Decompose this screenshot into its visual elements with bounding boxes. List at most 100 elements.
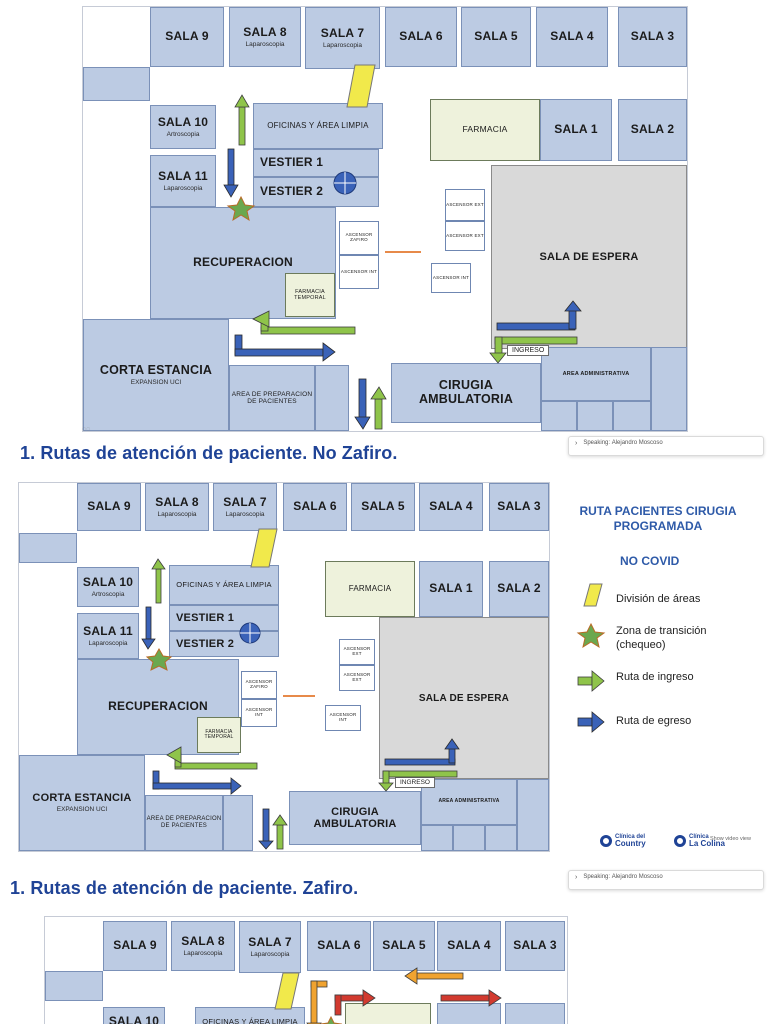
room-corridor-left [45, 971, 103, 1001]
room-sala9: SALA 9 [150, 7, 224, 67]
room-sala4: SALA 4 [536, 7, 608, 67]
room-bottom-right-4 [613, 401, 651, 431]
room-farmacia-temporal: FARMACIA TEMPORAL [285, 273, 335, 317]
video-control-1[interactable]: ◌◌ [82, 426, 91, 433]
room-farmacia: FARMACIA [430, 99, 540, 161]
legend-subtitle: NO COVID [620, 554, 680, 568]
room-bottom-right-2 [421, 825, 453, 851]
room-area-administrativa: AREA ADMINISTRATIVA [541, 347, 651, 401]
area-divider-dash [283, 695, 315, 697]
green-star-icon [576, 622, 606, 649]
room-sala2: SALA 2 [618, 99, 687, 161]
room-area-preparacion: AREA DE PREPARACION DE PACIENTES [229, 365, 315, 431]
room-sala9: SALA 9 [77, 483, 141, 531]
room-bottom-right-4 [485, 825, 517, 851]
speaking-label: Speaking: [583, 874, 611, 880]
room-bottom-right-3 [577, 401, 613, 431]
country-logo-icon [600, 835, 612, 847]
legend-title: RUTA PACIENTES CIRUGIA PROGRAMADA [579, 504, 737, 533]
green-up-arrow [234, 94, 250, 146]
room-sala1: SALA 1 [419, 561, 483, 617]
ingreso-label: INGRESO [395, 777, 435, 788]
room-sala2: SALA 2 [489, 561, 549, 617]
colina-logo-icon [674, 835, 686, 847]
room-cirugia-ambulatoria: CIRUGIA AMBULATORIA [391, 363, 541, 423]
elevator-int-left: ASCENSOR INT [339, 255, 379, 289]
room-sala1 [437, 1003, 501, 1024]
room-sala5: SALA 5 [351, 483, 415, 531]
elevator-ext-2: ASCENSOR EXT [445, 221, 485, 251]
room-area-preparacion: AREA DE PREPARACION DE PACIENTES [145, 795, 223, 851]
speaker-name: Alejandro Moscoso [611, 874, 663, 880]
room-sala-espera: SALA DE ESPERA [491, 165, 687, 349]
elevator-ext-2: ASCENSOR EXT [339, 665, 375, 691]
blue-right-arrow-recovery [234, 334, 336, 362]
room-oficinas: OFICINAS Y ÁREA LIMPIA [169, 565, 279, 605]
green-up-arrow-bottom [370, 386, 387, 430]
room-sala3: SALA 3 [505, 921, 565, 971]
heading-no-zafiro: 1. Rutas de atención de paciente. No Zaf… [20, 443, 398, 463]
blue-down-arrow [223, 148, 239, 198]
yellow-bar-icon [583, 583, 603, 607]
room-sala6: SALA 6 [385, 7, 457, 67]
division-marker [250, 528, 278, 568]
legend-item-transition: Zona de transición (chequeo) [616, 625, 707, 652]
chevron-right-icon[interactable]: › [575, 874, 578, 881]
blue-arrow-icon [577, 711, 605, 733]
room-farmacia-temporal: FARMACIA TEMPORAL [197, 717, 241, 753]
room-vestier1: VESTIER 1 [253, 149, 379, 177]
legend-item-ingreso: Ruta de ingreso [616, 671, 694, 683]
orange-down-arrow [306, 980, 328, 1024]
room-sala3: SALA 3 [618, 7, 687, 67]
room-sala2 [505, 1003, 565, 1024]
room-sala10: SALA 10 [103, 1007, 165, 1024]
blue-down-arrow-bottom [354, 378, 371, 430]
room-sala5: SALA 5 [373, 921, 435, 971]
room-corridor-left [19, 533, 77, 563]
room-sala3: SALA 3 [489, 483, 549, 531]
green-arrow-icon [577, 670, 605, 692]
room-bottom-right-1 [651, 347, 687, 431]
speaker-name: Alejandro Moscoso [611, 440, 663, 446]
chevron-right-icon[interactable]: › [575, 440, 578, 447]
elevator-int-left: ASCENSOR INT [241, 699, 277, 727]
elevator-zafiro: ASCENSOR ZAFIRO [241, 671, 277, 699]
elevator-int-right: ASCENSOR INT [325, 705, 361, 731]
room-sala6: SALA 6 [283, 483, 347, 531]
speaking-indicator-1: › Speaking: Alejandro Moscoso [568, 436, 764, 456]
division-marker [274, 972, 300, 1010]
room-bottom-right-3 [453, 825, 485, 851]
heading-zafiro: 1. Rutas de atención de paciente. Zafiro… [10, 878, 359, 898]
legend-item-division: División de áreas [616, 593, 701, 605]
show-video-view-link[interactable]: Show video view [710, 836, 751, 842]
room-sala5: SALA 5 [461, 7, 531, 67]
room-oficinas: OFICINAS Y ÁREA LIMPIA [253, 103, 383, 149]
room-sala4: SALA 4 [419, 483, 483, 531]
room-sala4: SALA 4 [437, 921, 501, 971]
room-oficinas: OFICINAS Y ÁREA LIMPIA [195, 1007, 305, 1024]
room-bottom-right-2 [541, 401, 577, 431]
room-vestier1: VESTIER 1 [169, 605, 279, 631]
room-sala6: SALA 6 [307, 921, 371, 971]
speaking-label: Speaking: [583, 440, 611, 446]
room-recuperacion: RECUPERACION [150, 207, 336, 319]
elevator-ext-1: ASCENSOR EXT [339, 639, 375, 665]
room-corridor-left [83, 67, 150, 101]
room-vestier2: VESTIER 2 [253, 177, 379, 207]
transition-star [319, 1015, 343, 1024]
ingreso-label: INGRESO [507, 345, 550, 356]
room-side-prep [315, 365, 349, 431]
